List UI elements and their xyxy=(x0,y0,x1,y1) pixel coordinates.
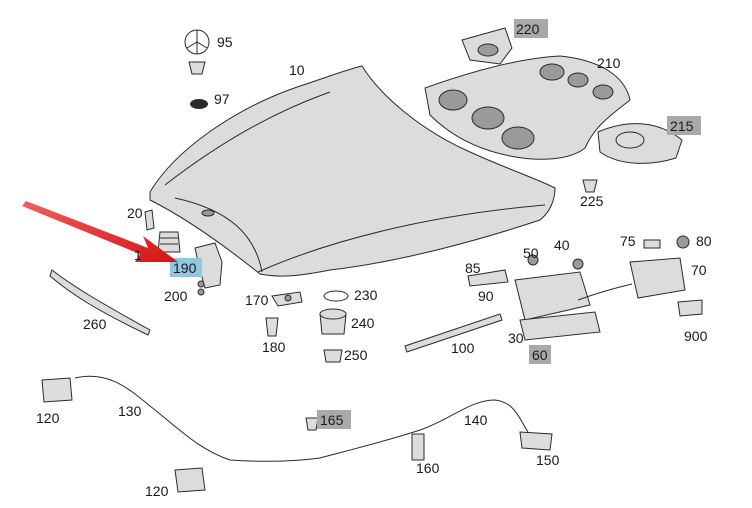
label-70: 70 xyxy=(691,262,707,278)
gas-spring-195 xyxy=(157,231,181,253)
cable-end-120-top xyxy=(41,377,73,403)
label-165: 165 xyxy=(320,412,344,428)
label-75: 75 xyxy=(620,233,636,249)
label-180: 180 xyxy=(262,339,286,355)
label-150: 150 xyxy=(536,452,560,468)
label-190: 190 xyxy=(173,260,197,276)
buffer-240 xyxy=(319,308,347,335)
label-10: 10 xyxy=(289,62,305,78)
label-900: 900 xyxy=(684,328,708,344)
label-95: 95 xyxy=(217,34,233,50)
label-100: 100 xyxy=(451,340,475,356)
highlight-165 xyxy=(317,410,351,429)
label-160: 160 xyxy=(416,460,440,476)
release-cable xyxy=(74,375,529,462)
label-195: 1 xyxy=(134,247,142,263)
label-210: 210 xyxy=(597,55,621,71)
heat-shield-215 xyxy=(597,123,683,164)
seal-strip-260 xyxy=(49,269,151,336)
heat-shield-220 xyxy=(461,27,513,65)
label-30: 30 xyxy=(508,330,524,346)
hood-strut-100 xyxy=(404,313,503,353)
cable-end-150 xyxy=(519,431,553,451)
label-170: 170 xyxy=(245,292,269,308)
label-85: 85 xyxy=(465,260,481,276)
label-140: 140 xyxy=(464,412,488,428)
label-200: 200 xyxy=(164,288,188,304)
emblem-seal xyxy=(190,99,208,109)
label-215: 215 xyxy=(670,118,694,134)
label-80: 80 xyxy=(696,233,712,249)
label-97: 97 xyxy=(214,91,230,107)
label-250: 250 xyxy=(344,347,368,363)
highlight-220 xyxy=(514,19,548,38)
star-emblem xyxy=(184,29,210,75)
highlight-190 xyxy=(170,258,202,277)
rubber-bumper-20 xyxy=(144,209,155,231)
label-220: 220 xyxy=(516,21,540,37)
label-50: 50 xyxy=(523,245,539,261)
label-130: 130 xyxy=(118,403,142,419)
latch-actuator-70 xyxy=(577,235,703,317)
highlight-215 xyxy=(667,116,701,135)
cable-clip-160 xyxy=(411,433,425,461)
hood-panel xyxy=(149,65,556,277)
label-90: 90 xyxy=(478,288,494,304)
label-225: 225 xyxy=(580,193,604,209)
clip-165 xyxy=(305,417,319,431)
label-230: 230 xyxy=(354,287,378,303)
buffer-250 xyxy=(323,349,343,363)
label-60: 60 xyxy=(532,347,548,363)
cable-end-120-bottom xyxy=(174,467,206,493)
hinge-bolt-170 xyxy=(271,291,303,307)
insulation-pad xyxy=(424,55,631,160)
label-120-bottom: 120 xyxy=(145,483,169,499)
hood-latch-assembly xyxy=(467,254,601,341)
label-40: 40 xyxy=(554,237,570,253)
highlight-60 xyxy=(529,345,551,364)
buffer-230 xyxy=(323,290,349,302)
label-260: 260 xyxy=(83,316,107,332)
label-240: 240 xyxy=(351,315,375,331)
label-120-top: 120 xyxy=(36,410,60,426)
red-pointer-arrow xyxy=(22,201,178,262)
label-20: 20 xyxy=(127,205,143,221)
clip-225 xyxy=(582,179,598,193)
bolt-180 xyxy=(265,317,279,337)
